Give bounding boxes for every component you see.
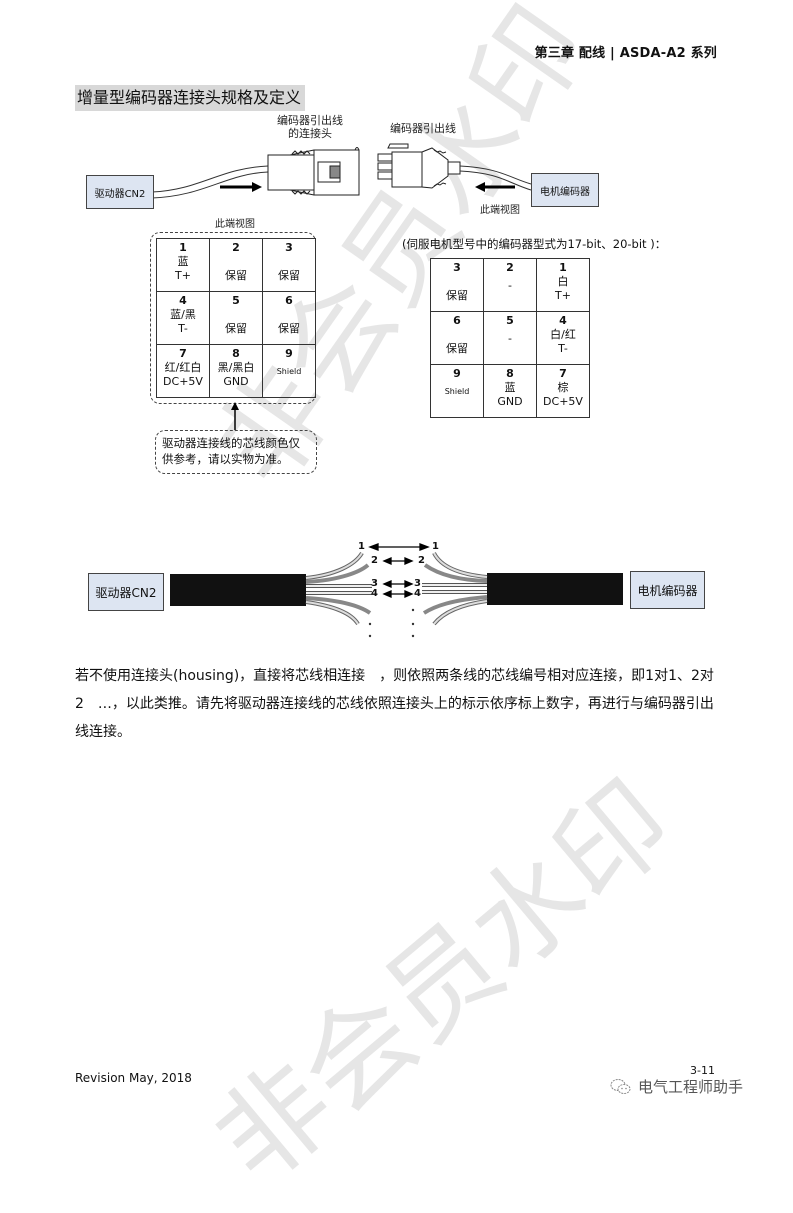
right-table-caption: (伺服电机型号中的编码器型式为17-bit、20-bit )： [402,237,667,251]
pin-cell-6: 6 保留 [262,291,316,345]
pin-cell-5: 5- [483,311,537,365]
revision-footer: Revision May, 2018 [75,1071,192,1085]
wire-number-2-left: 2 [371,555,378,566]
note-arrow [231,402,239,430]
color-note: 驱动器连接线的芯线颜色仅 供参考，请以实物为准。 [155,430,317,474]
connector-drawing [151,143,532,199]
wire-splice-drawing [170,543,623,638]
wechat-icon [610,1078,631,1094]
body-paragraph: 若不使用连接头(housing)，直接将芯线相连接 ，则依照两条线的芯线编号相对… [75,668,714,740]
brand-text: 电气工程师助手 [638,1078,744,1096]
wire-number-4-right: 4 [414,588,421,599]
drive-cn2-box: 驱动器CN2 [86,175,154,209]
motor-encoder-box-2: 电机编码器 [630,571,705,609]
wire-number-2-right: 2 [418,555,425,566]
connector-label: 编码器引出线 的连接头 [265,114,355,140]
wire-number-1-left: 1 [358,541,365,552]
watermark-bottom: 非会员水印 [191,756,696,1208]
color-note-line2: 供参考，请以实物为准。 [162,452,289,466]
connector-label-line1: 编码器引出线 [277,114,343,127]
pin-cell-2: 2 保留 [209,238,263,292]
drive-cn2-box-2: 驱动器CN2 [88,573,164,611]
color-note-line1: 驱动器连接线的芯线颜色仅 [162,436,300,450]
wire-number-1-right: 1 [432,541,439,552]
lead-label: 编码器引出线 [390,122,456,135]
left-table-dashed-frame [150,232,316,404]
pin-cell-3: 3 保留 [430,258,484,312]
pin-cell-6: 6 保留 [430,311,484,365]
wire-number-4-left: 4 [371,588,378,599]
motor-encoder-box: 电机编码器 [531,173,599,207]
connector-label-line2: 的连接头 [288,127,332,140]
page-number: 3-11 [690,1064,715,1077]
pin-cell-5: 5 保留 [209,291,263,345]
view-label-left: 此端视图 [215,219,255,230]
section-title: 增量型编码器连接头规格及定义 [75,85,306,111]
wire-number-3-left: 3 [371,578,378,589]
view-label-right: 此端视图 [480,205,520,216]
chapter-header: 第三章 配线 | ASDA-A2 系列 [534,46,717,61]
pin-cell-2: 2- [483,258,537,312]
pin-cell-3: 3 保留 [262,238,316,292]
wire-number-3-right: 3 [414,578,421,589]
brand-watermark: 电气工程师助手 [610,1076,743,1097]
